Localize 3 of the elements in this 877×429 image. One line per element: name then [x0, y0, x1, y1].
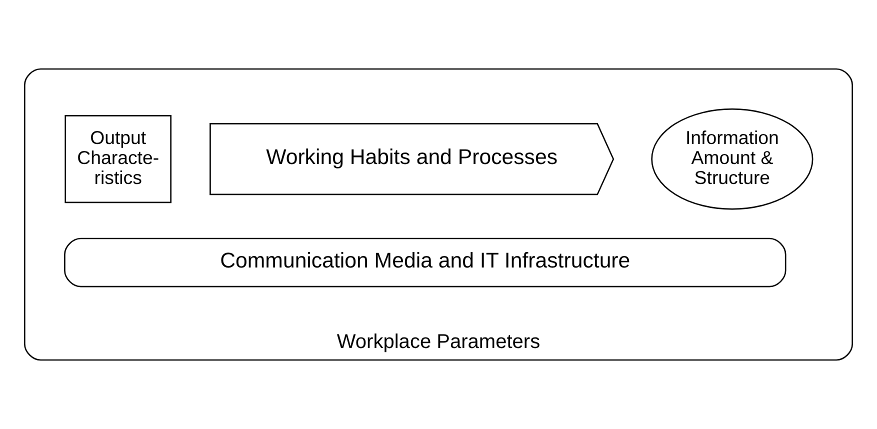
- node-box: Output Characte- ristics: [64, 115, 172, 204]
- node-ellipse: Information Amount & Structure: [651, 108, 814, 210]
- node-box: Communication Media and IT Infrastructure: [64, 238, 786, 288]
